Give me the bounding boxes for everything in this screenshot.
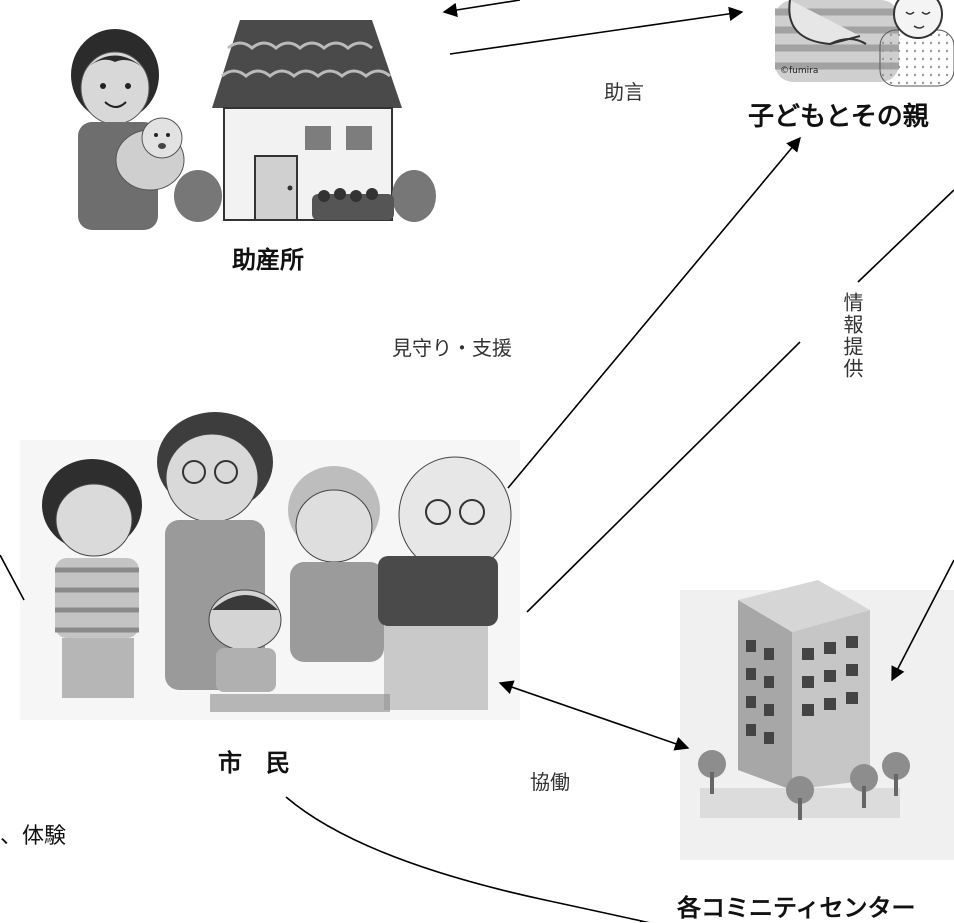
edge-midwife-to-parents-arrow [449,6,744,55]
citizens-label: 市 民 [218,749,290,777]
midwife-illustration [71,20,436,230]
community-center-label: 各コミニティセンター [677,894,916,922]
midwife-label: 助産所 [232,246,304,274]
parents-image-credit: ©fumira [780,66,819,76]
citizens-illustration [20,412,520,720]
community-center-illustration [680,580,954,860]
edge-citizens-to-community-curve [285,796,650,922]
edge-info-upper [857,189,954,283]
parents-label: 子どもとその親 [748,102,929,132]
edge-citizens-community-collab-arrow [498,680,690,751]
watch-support-label: 見守り・支援 [392,336,512,360]
experience-fragment-label: 、体験 [0,824,67,849]
parents-illustration [775,0,954,87]
edge-top-left-arrow [442,0,521,18]
edge-right-to-community-arrow [891,559,954,682]
edge-citizens-to-parents-arrow [507,136,801,489]
info-provision-label: 情報提供 [840,292,864,380]
edge-info-lower [526,341,801,613]
edge-left-offscreen [0,554,25,601]
advice-label: 助言 [604,80,644,104]
collaboration-label: 協働 [530,770,570,794]
